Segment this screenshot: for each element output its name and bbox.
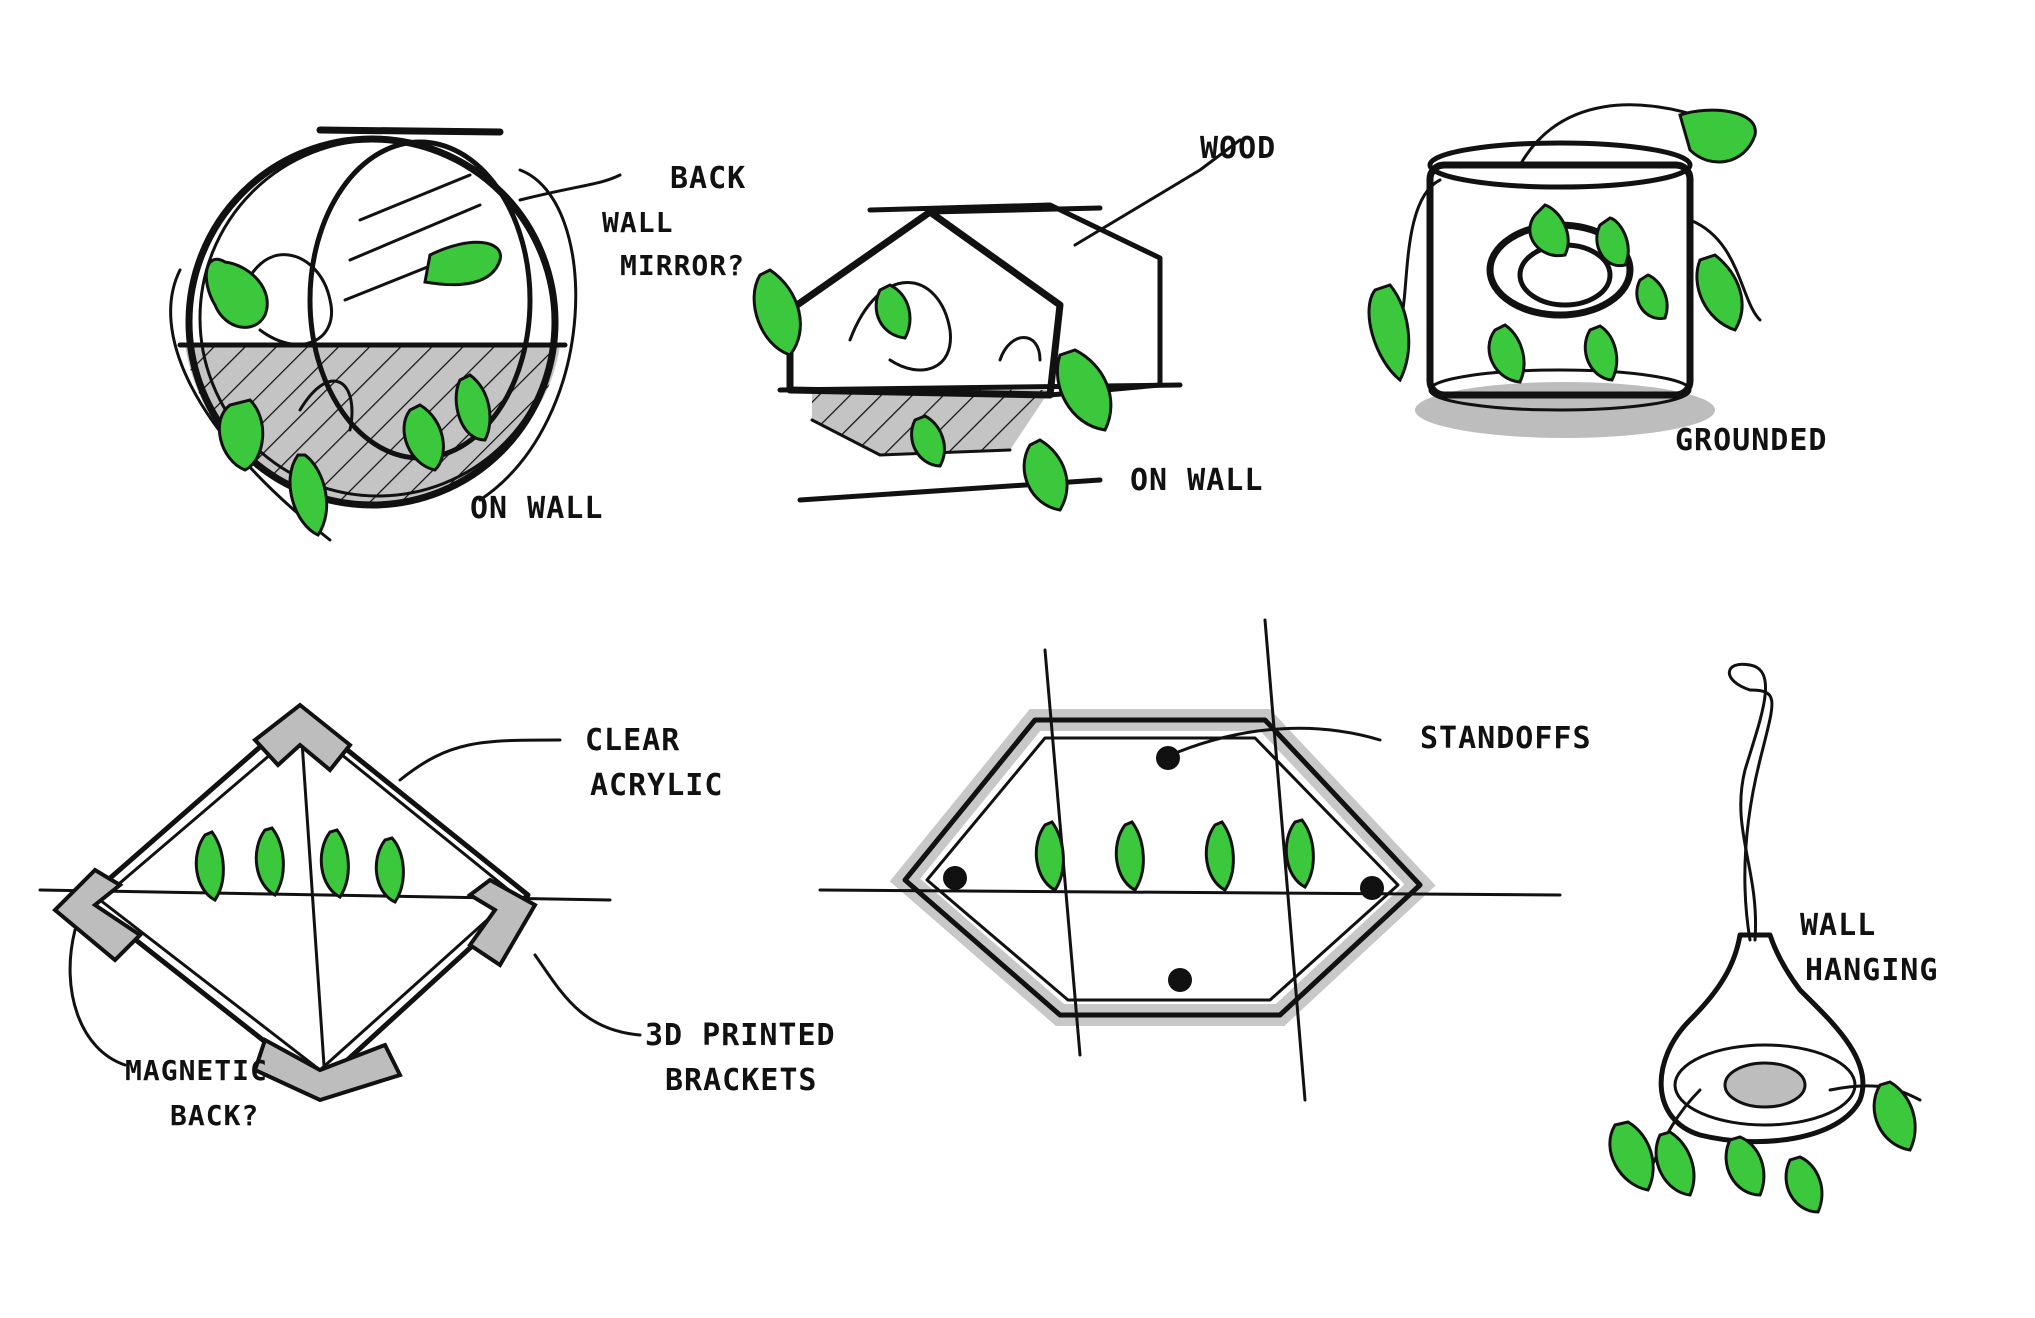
label-on-wall-round: ON WALL: [470, 491, 603, 526]
label-wood: WOOD: [1200, 131, 1276, 166]
bracket-top: [252, 702, 353, 773]
leaf-icon: [1034, 820, 1065, 892]
leaf-icon: [1595, 216, 1630, 268]
label-wall: WALL: [602, 206, 673, 239]
leaf-icon: [1528, 203, 1570, 258]
bracket-right: [466, 877, 538, 968]
round-planter-outer-ring-2: [198, 138, 558, 498]
label-on-wall-house: ON WALL: [1130, 463, 1263, 498]
leaf-icon: [1784, 1155, 1824, 1214]
label-wall-hanging-2: HANGING: [1805, 953, 1938, 988]
bracket-left: [52, 867, 144, 963]
leaf-icon: [1724, 1135, 1766, 1197]
leaf-icon: [752, 268, 802, 357]
leaf-icon: [1695, 253, 1744, 332]
cylinder-planter-sketch: GROUNDED: [1367, 103, 1828, 458]
bracket-bottom: [252, 1037, 403, 1103]
leaf-icon: [194, 830, 225, 902]
leaf-icon: [1608, 1120, 1655, 1192]
leaf-icon: [402, 403, 445, 472]
cylinder-body: [1426, 161, 1694, 399]
label-standoffs: STANDOFFS: [1420, 721, 1592, 756]
label-magnetic: MAGNETIC: [125, 1054, 268, 1087]
cylinder-top: [1427, 140, 1693, 190]
hanging-bulb-sketch: WALL HANGING: [1608, 662, 1938, 1214]
label-back-q: BACK?: [170, 1099, 259, 1132]
diamond-frame-sketch: CLEAR ACRYLIC 3D PRINTED BRACKETS MAGNET…: [38, 702, 836, 1132]
leaf-icon: [910, 414, 946, 468]
leaf-icon: [1678, 108, 1757, 164]
label-mirror: MIRROR?: [620, 249, 745, 282]
hexagon-horizontal-axis: [818, 888, 1562, 897]
leaf-icon: [1284, 818, 1315, 889]
leaf-icon: [1654, 1130, 1696, 1197]
leaf-icon: [423, 240, 502, 287]
house-planter-front: [786, 208, 1064, 399]
leaf-icon: [874, 283, 912, 340]
label-wall-hanging-1: WALL: [1800, 908, 1876, 943]
hexagon-frame-outline: [902, 717, 1423, 1018]
standoff-top: [1156, 746, 1180, 770]
leaf-icon: [1635, 273, 1669, 320]
label-clear: CLEAR: [585, 723, 680, 758]
leaf-icon: [288, 453, 329, 537]
hexagon-frame-sketch: STANDOFFS: [818, 618, 1592, 1102]
label-back: BACK: [670, 161, 746, 196]
house-planter-sketch: WOOD ON WALL: [752, 131, 1276, 512]
leaf-icon: [1872, 1080, 1917, 1152]
label-3d-printed: 3D PRINTED: [645, 1018, 836, 1053]
leaf-icon: [217, 398, 265, 472]
leaf-icon: [374, 836, 405, 904]
round-planter-sketch: BACK WALL MIRROR? ON WALL: [169, 126, 746, 542]
leaf-icon: [1367, 283, 1411, 383]
standoff-left: [943, 866, 967, 890]
hanging-bulb-body: [1658, 932, 1866, 1145]
label-grounded: GROUNDED: [1675, 423, 1828, 458]
leaf-icon: [454, 373, 492, 442]
leaf-icon: [1022, 438, 1069, 512]
leaf-icon: [1487, 323, 1526, 384]
label-acrylic: ACRYLIC: [590, 768, 723, 803]
standoff-bottom: [1168, 968, 1192, 992]
hanging-cord: [1727, 662, 1767, 942]
label-brackets: BRACKETS: [665, 1063, 818, 1098]
standoff-right: [1360, 876, 1384, 900]
leaf-icon: [254, 826, 285, 897]
house-planter-depth: [867, 202, 1163, 398]
leaf-icon: [1114, 820, 1145, 892]
leaf-icon: [1055, 348, 1113, 432]
leaf-icon: [1204, 820, 1235, 892]
leaf-icon: [204, 257, 269, 329]
leaf-icon: [1583, 324, 1619, 382]
diamond-vertical-axis: [298, 710, 327, 1082]
leaf-icon: [319, 828, 350, 899]
